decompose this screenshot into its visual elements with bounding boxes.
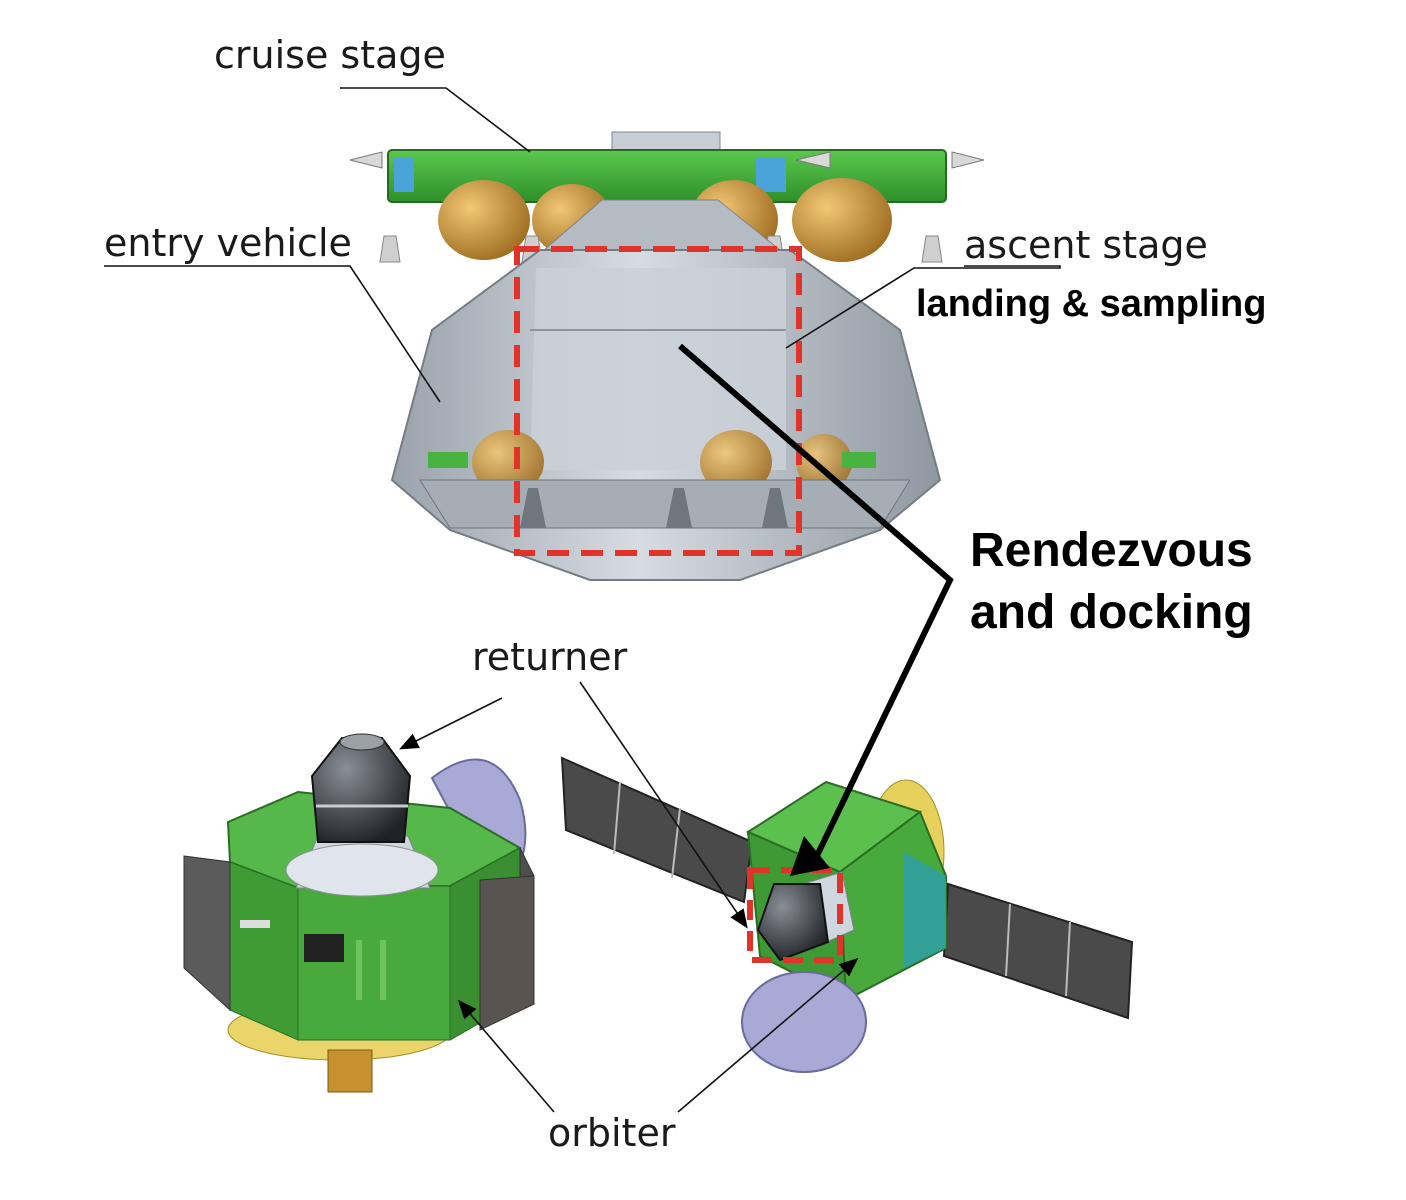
returner-capsule-left bbox=[310, 733, 412, 843]
label-landing-sampling: landing & sampling bbox=[916, 283, 1266, 325]
label-returner: returner bbox=[472, 635, 628, 679]
label-cruise-stage: cruise stage bbox=[214, 33, 446, 77]
label-rendezvous: Rendezvous bbox=[970, 524, 1253, 577]
ascent-stage-highlight bbox=[514, 246, 802, 556]
label-and-docking: and docking bbox=[970, 586, 1253, 639]
label-ascent-stage: ascent stage bbox=[964, 223, 1208, 267]
rendezvous-arrow bbox=[678, 343, 954, 876]
entry-vehicle bbox=[390, 199, 942, 581]
leader-lines bbox=[104, 87, 1061, 1113]
label-orbiter: orbiter bbox=[548, 1111, 676, 1155]
label-entry-vehicle: entry vehicle bbox=[104, 221, 352, 265]
orbiter-right bbox=[560, 756, 1134, 1073]
cruise-stage bbox=[349, 131, 985, 203]
